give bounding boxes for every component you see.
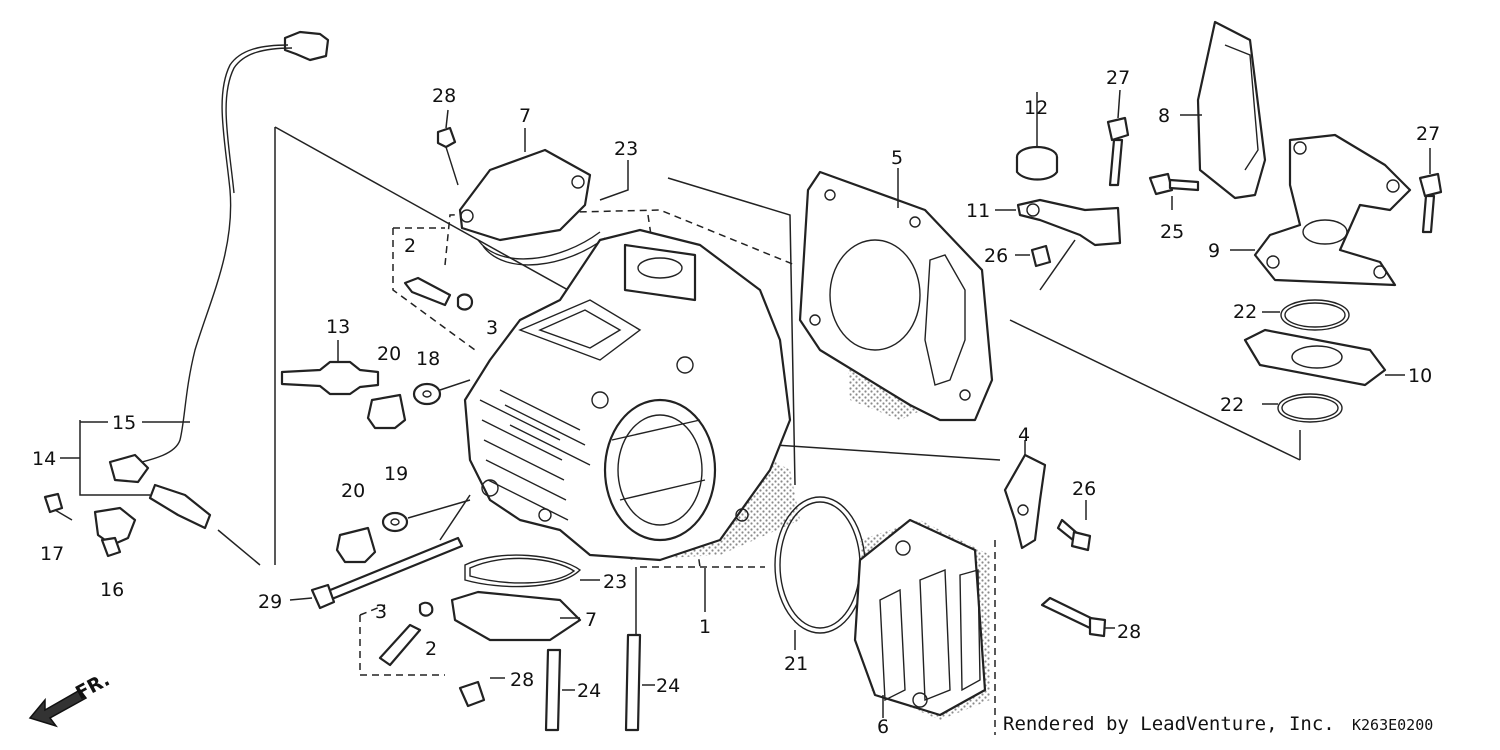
- callout-14: 14: [32, 448, 56, 470]
- callout-26-lower: 26: [1072, 478, 1096, 500]
- callout-7-lower: 7: [585, 609, 597, 631]
- front-direction-arrow: FR.: [28, 668, 113, 728]
- callout-6: 6: [877, 716, 889, 738]
- callout-labels: 1 2 2 3 3 4 5 6 7 7 8 9 10 11 12 13 14 1…: [32, 67, 1440, 738]
- callout-25: 25: [1160, 221, 1184, 243]
- callout-4: 4: [1018, 424, 1030, 446]
- callout-27-left: 27: [1106, 67, 1130, 89]
- callout-19: 19: [384, 463, 408, 485]
- callout-10: 10: [1408, 365, 1432, 387]
- callout-15: 15: [112, 412, 136, 434]
- callout-29: 29: [258, 591, 282, 613]
- cylinder-gasket: [798, 168, 994, 422]
- callout-27-right: 27: [1416, 123, 1440, 145]
- callout-17: 17: [40, 543, 64, 565]
- lower-tappet-cover: [450, 554, 600, 708]
- mounting-bolts: [1106, 89, 1443, 234]
- callout-20-upper: 20: [377, 343, 401, 365]
- callout-28-top: 28: [432, 85, 456, 107]
- callout-9: 9: [1208, 240, 1220, 262]
- callout-22-upper: 22: [1233, 301, 1257, 323]
- callout-24-left: 24: [577, 680, 601, 702]
- callout-28-right: 28: [1117, 621, 1141, 643]
- callout-23-lower: 23: [603, 571, 627, 593]
- callout-22-lower: 22: [1220, 394, 1244, 416]
- callout-26-upper: 26: [984, 245, 1008, 267]
- callout-23-upper: 23: [614, 138, 638, 160]
- callout-20-lower: 20: [341, 480, 365, 502]
- callout-1: 1: [699, 616, 711, 638]
- callout-3-upper: 3: [486, 317, 498, 339]
- intake-assembly: [1180, 20, 1412, 423]
- callout-2-lower: 2: [425, 638, 437, 660]
- callout-16: 16: [100, 579, 124, 601]
- callout-8: 8: [1158, 105, 1170, 127]
- callout-12: 12: [1024, 97, 1048, 119]
- bracket-assembly: [995, 92, 1122, 291]
- sensor-harness: [43, 30, 330, 558]
- side-cover: [774, 496, 1115, 720]
- diagram-code: K263E0200: [1352, 716, 1434, 734]
- callout-13: 13: [326, 316, 350, 338]
- studs: [289, 536, 655, 732]
- callout-2-upper: 2: [404, 235, 416, 257]
- cap-nuts-washers: [335, 379, 471, 564]
- upper-tappet-cover: [436, 109, 629, 266]
- callout-18: 18: [416, 348, 440, 370]
- callout-24-right: 24: [656, 675, 680, 697]
- callout-5: 5: [891, 147, 903, 169]
- callout-11: 11: [966, 200, 990, 222]
- callout-28-bottom: 28: [510, 669, 534, 691]
- cylinder-head: [463, 228, 800, 612]
- callout-21: 21: [784, 653, 808, 675]
- tappet-adjuster-upper: [392, 227, 476, 351]
- callout-3-lower: 3: [375, 601, 387, 623]
- spark-plug: [280, 340, 380, 396]
- tappet-adjuster-lower: [359, 601, 445, 676]
- rendered-by-credit: Rendered by LeadVenture, Inc.: [1003, 713, 1335, 735]
- guide-plate: [1003, 440, 1092, 552]
- callout-7-upper: 7: [519, 105, 531, 127]
